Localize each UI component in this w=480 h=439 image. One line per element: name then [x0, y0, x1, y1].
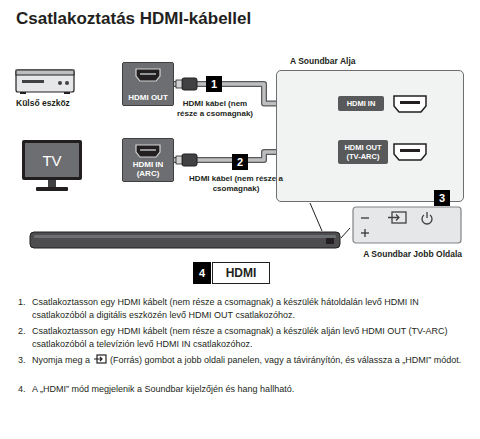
instruction-text: Nyomja meg a: [32, 355, 90, 365]
node-text: HDMI OUT: [128, 93, 168, 102]
cable-label: HDMI kábel (nem része a csomagnak): [172, 99, 258, 119]
external-device: [16, 70, 74, 94]
port-box: HDMI OUT: [122, 62, 174, 106]
port-icon: [133, 143, 163, 159]
tv-stand: [36, 180, 68, 191]
list-number: 2.: [18, 325, 32, 338]
device-label: Külső eszköz: [16, 97, 86, 110]
callout-number: 2: [232, 154, 248, 170]
node-text: TV: [42, 152, 61, 169]
cable-label: HDMI kábel (nem része a csomagnak): [180, 174, 292, 194]
port-icon: [133, 67, 163, 83]
node-text: A Soundbar Alja: [290, 56, 356, 67]
node-text: HDMI OUT (TV-ARC): [342, 143, 384, 161]
node-text: A Soundbar Jobb Oldala: [363, 249, 462, 260]
instruction-text: Csatlakoztasson egy HDMI kábelt (nem rés…: [32, 325, 472, 351]
instruction-item: Nyomja meg a (Forrás) gombot a jobb oldal…: [32, 354, 472, 367]
hdmi-plug: [176, 154, 197, 166]
soundbar-bottom-panel: A Soundbar AljaHDMI IN HDMI OUT (TV-ARC): [276, 54, 464, 202]
list-number: 1.: [18, 296, 32, 309]
panel-outline: [276, 70, 464, 202]
node-text: HDMI IN: [342, 99, 380, 108]
hdmi-plug: [176, 78, 197, 90]
tv-screen: TV: [22, 140, 82, 180]
port-icon: [392, 92, 452, 172]
display-box: HDMI: [212, 262, 270, 284]
callout-number: 4: [193, 262, 211, 284]
title: Csatlakoztatás HDMI-kábellel: [16, 9, 251, 29]
callout-number: 1: [206, 76, 222, 92]
instruction-text: A „HDMI” mód megjelenik a Soundbar kijel…: [32, 383, 472, 396]
soundbar-side-panel: A Soundbar Jobb Oldala: [352, 206, 462, 270]
port-label: HDMI IN: [338, 96, 384, 111]
instruction-text: Csatlakoztasson egy HDMI kábelt (nem rés…: [32, 296, 472, 322]
list-number: 4.: [18, 383, 32, 396]
source-icon: [93, 354, 107, 364]
soundbar: [30, 232, 340, 248]
leader-line: [310, 203, 350, 238]
button-panel: [352, 206, 462, 246]
node-text: HDMI: [226, 266, 257, 280]
instruction-text: (Forrás) gombot a jobb oldali panelen, v…: [110, 355, 461, 365]
node-text: HDMI IN (ARC): [126, 160, 170, 178]
callout-number: 3: [434, 190, 450, 206]
port-box: HDMI IN (ARC): [122, 138, 174, 182]
port-label: HDMI OUT (TV-ARC): [338, 140, 388, 164]
list-number: 3.: [18, 354, 32, 367]
